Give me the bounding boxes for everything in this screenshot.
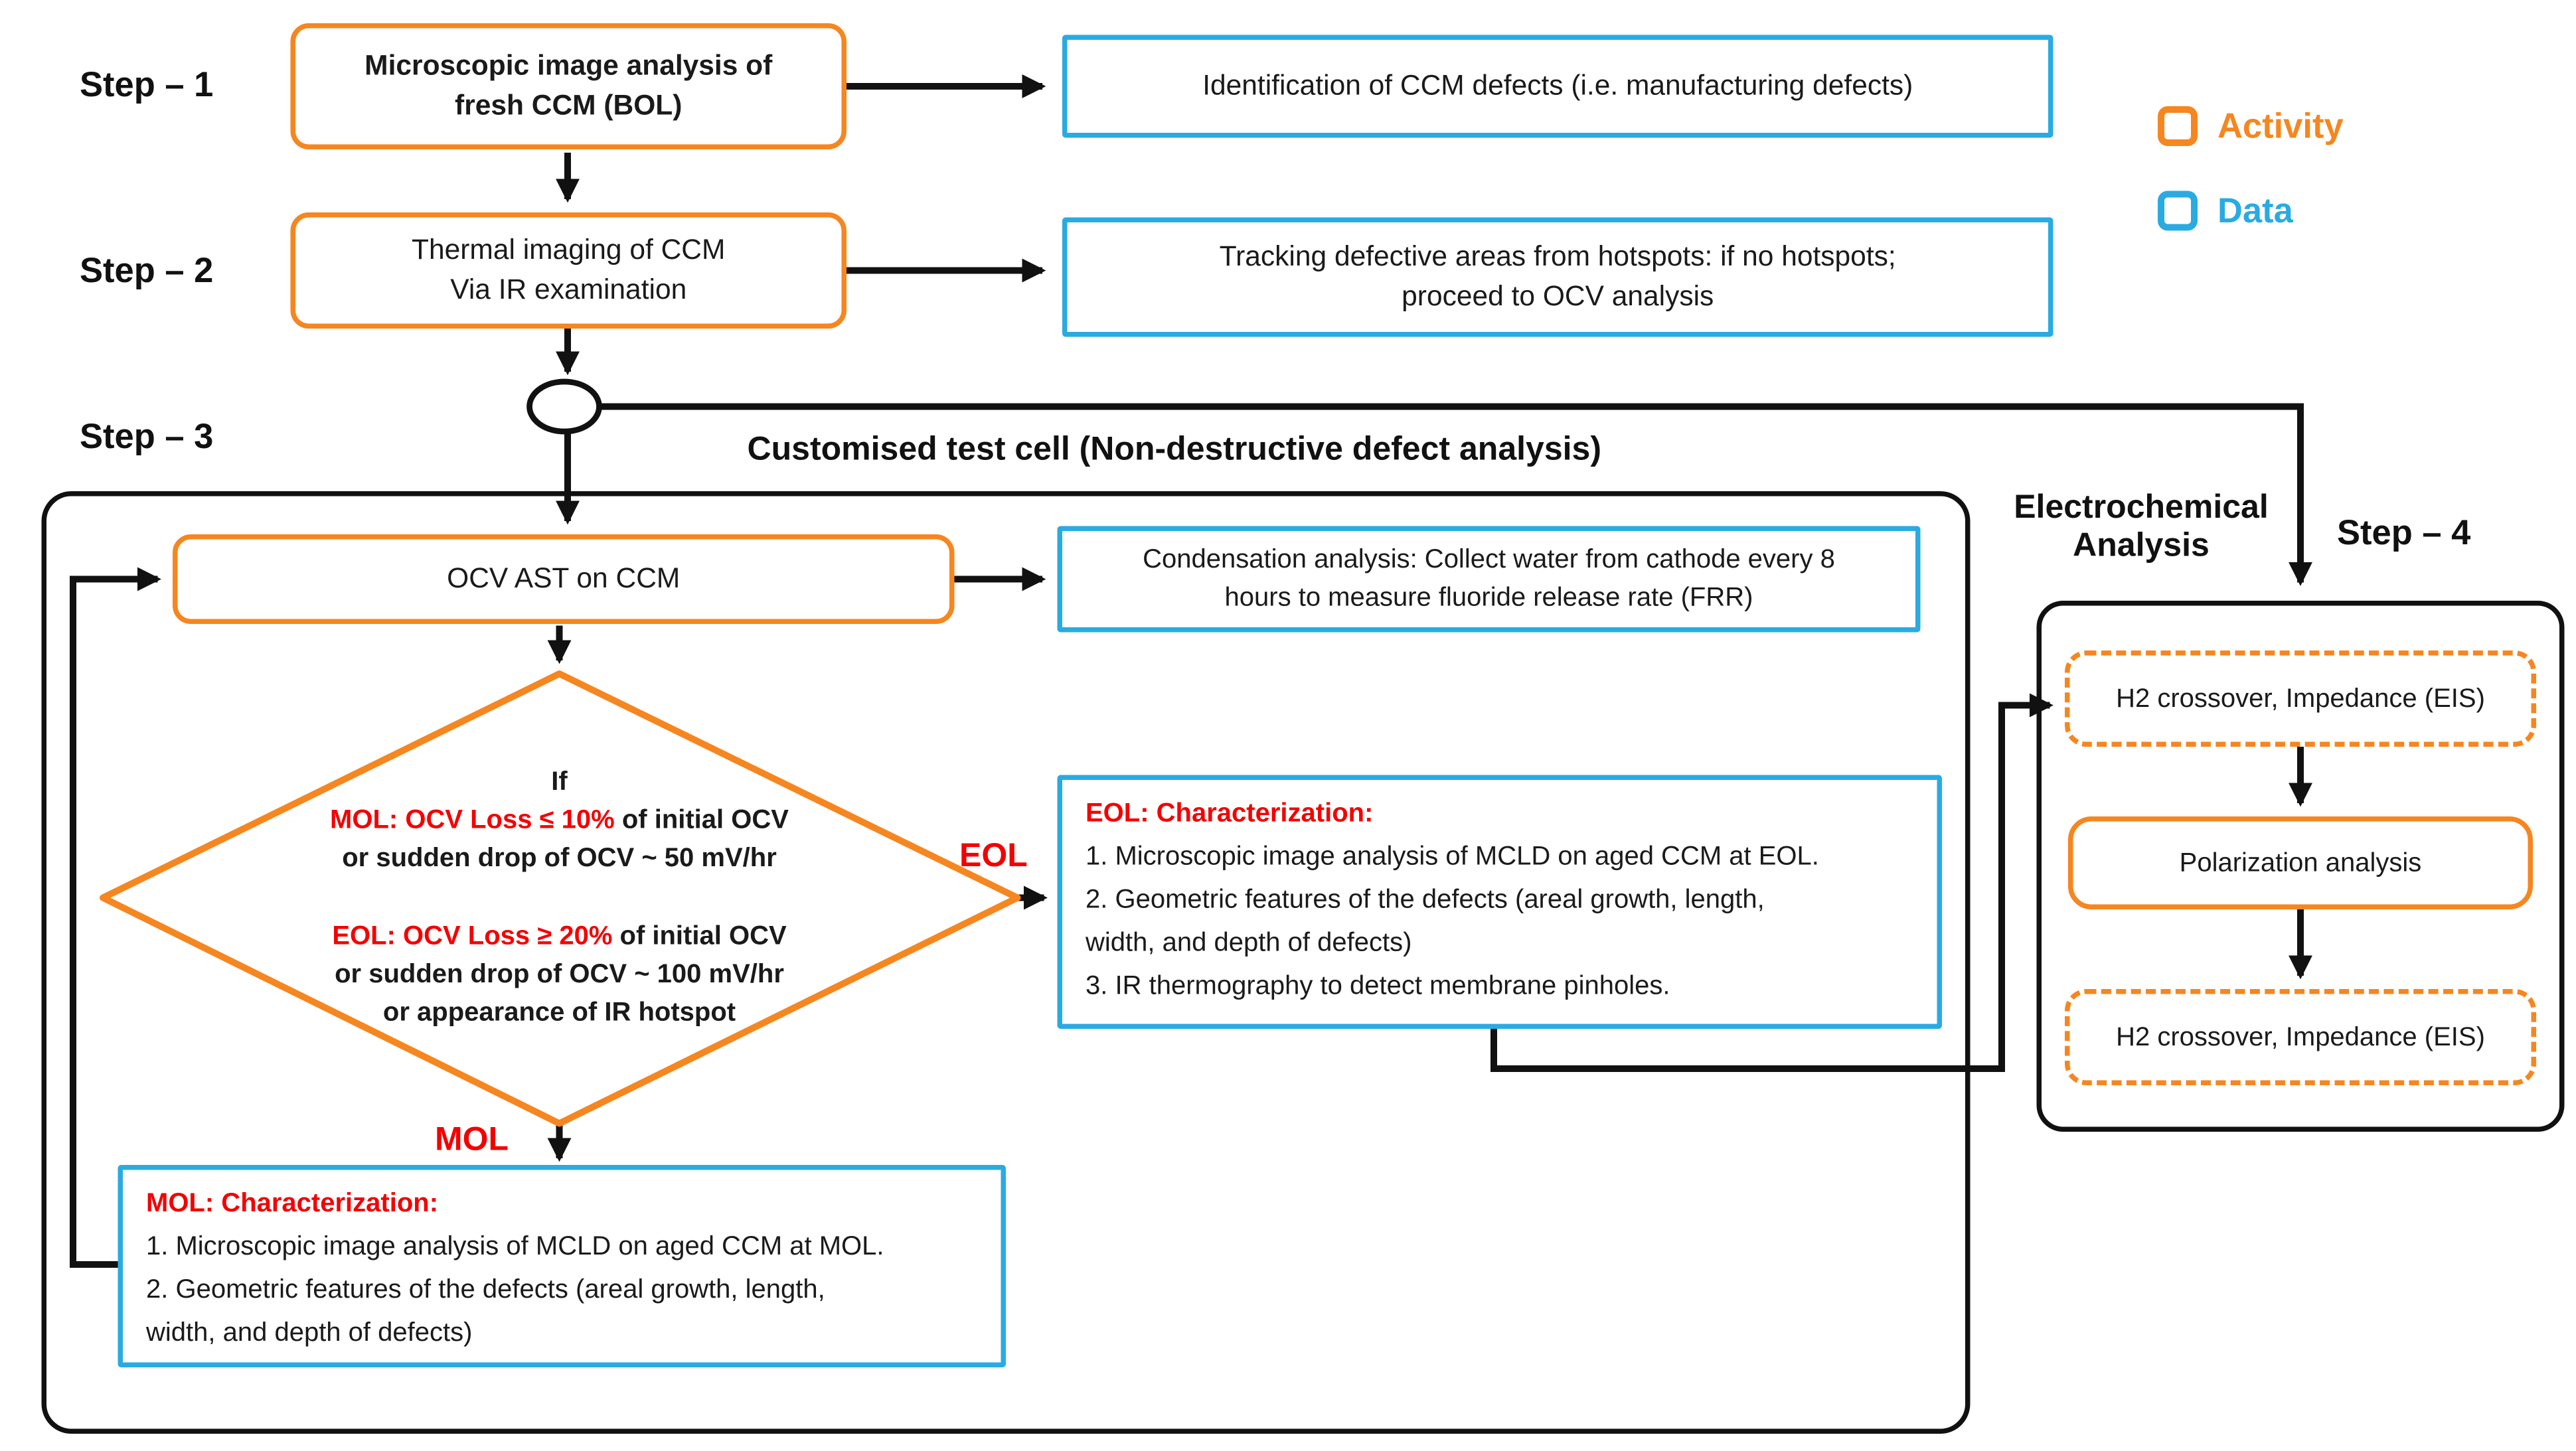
step-4-label: Step – 4 xyxy=(2337,514,2471,553)
step1-activity-line1: Microscopic image analysis of xyxy=(364,50,773,82)
h2-crossover-eis-box-top: H2 crossover, Impedance (EIS) xyxy=(2065,650,2536,747)
eol-characterization-item: 2. Geometric features of the defects (ar… xyxy=(1086,886,1765,915)
decision-intro: If xyxy=(551,768,568,797)
decision-eol-rest: of initial OCV xyxy=(619,923,787,951)
step1-activity-box: Microscopic image analysis of fresh CCM … xyxy=(290,23,846,149)
polarization-analysis-text: Polarization analysis xyxy=(2179,848,2422,878)
polarization-analysis-box: Polarization analysis xyxy=(2068,816,2533,909)
ocv-ast-text: OCV AST on CCM xyxy=(447,562,681,595)
test-cell-title: Customised test cell (Non-destructive de… xyxy=(747,431,1601,468)
eol-characterization-title: EOL: Characterization: xyxy=(1086,800,1374,828)
h2-crossover-eis-text: H2 crossover, Impedance (EIS) xyxy=(2116,684,2485,713)
step2-data-line2: proceed to OCV analysis xyxy=(1402,280,1714,313)
decision-eol-line2: or sudden drop of OCV ~ 100 mV/hr xyxy=(335,960,784,990)
electrochemical-analysis-label: Electrochemical Analysis xyxy=(2000,490,2283,566)
connector-node-circle xyxy=(526,378,602,435)
eol-characterization-item: 1. Microscopic image analysis of MCLD on… xyxy=(1086,843,1819,872)
data-legend-label: Data xyxy=(2217,192,2293,231)
mol-characterization-item: 2. Geometric features of the defects (ar… xyxy=(146,1276,825,1305)
step1-data-text: Identification of CCM defects (i.e. manu… xyxy=(1202,70,1913,102)
step2-activity-line2: Via IR examination xyxy=(450,273,687,306)
decision-mol-threshold: MOL: OCV Loss ≤ 10% xyxy=(330,806,622,835)
step-3-label: Step – 3 xyxy=(80,418,214,457)
mol-characterization-box: MOL: Characterization: 1. Microscopic im… xyxy=(118,1165,1006,1367)
decision-eol-threshold: EOL: OCV Loss ≥ 20% xyxy=(332,923,620,951)
decision-text: If MOL: OCV Loss ≤ 10% of initial OCV or… xyxy=(103,697,1016,1099)
h2-crossover-eis-box-bottom: H2 crossover, Impedance (EIS) xyxy=(2065,989,2536,1085)
electrochemical-label-line1: Electrochemical xyxy=(2014,489,2269,526)
eol-branch-tag: EOL xyxy=(959,838,1028,875)
step2-activity-box: Thermal imaging of CCM Via IR examinatio… xyxy=(290,212,846,329)
step2-activity-line1: Thermal imaging of CCM xyxy=(412,234,726,266)
step2-data-line1: Tracking defective areas from hotspots: … xyxy=(1219,240,1896,273)
decision-mol-rest: of initial OCV xyxy=(621,806,789,835)
ocv-ast-box: OCV AST on CCM xyxy=(173,534,955,624)
decision-eol-line1: EOL: OCV Loss ≥ 20% of initial OCV xyxy=(332,918,786,956)
eol-characterization-box: EOL: Characterization: 1. Microscopic im… xyxy=(1057,775,1942,1029)
mol-characterization-title: MOL: Characterization: xyxy=(146,1189,439,1219)
activity-legend-icon xyxy=(2158,106,2198,146)
condensation-box: Condensation analysis: Collect water fro… xyxy=(1057,526,1921,633)
decision-eol-line3: or appearance of IR hotspot xyxy=(382,999,736,1028)
condensation-line2: hours to measure fluoride release rate (… xyxy=(1224,584,1753,613)
activity-legend-label: Activity xyxy=(2217,108,2344,147)
mol-branch-tag: MOL xyxy=(435,1122,509,1158)
condensation-line1: Condensation analysis: Collect water fro… xyxy=(1143,546,1835,575)
decision-mol-line2: or sudden drop of OCV ~ 50 mV/hr xyxy=(342,844,777,874)
electrochemical-label-line2: Analysis xyxy=(2073,528,2210,564)
eol-characterization-item: 3. IR thermography to detect membrane pi… xyxy=(1086,972,1670,1001)
eol-characterization-item: width, and depth of defects) xyxy=(1086,929,1412,958)
step-1-label: Step – 1 xyxy=(80,66,214,105)
mol-characterization-item: width, and depth of defects) xyxy=(146,1319,473,1348)
step-2-label: Step – 2 xyxy=(80,252,214,291)
step2-data-box: Tracking defective areas from hotspots: … xyxy=(1062,217,2053,337)
data-legend-icon xyxy=(2158,191,2198,231)
step1-data-box: Identification of CCM defects (i.e. manu… xyxy=(1062,35,2053,138)
mol-characterization-item: 1. Microscopic image analysis of MCLD on… xyxy=(146,1233,884,1262)
step1-activity-line2: fresh CCM (BOL) xyxy=(455,90,683,121)
decision-mol-line1: MOL: OCV Loss ≤ 10% of initial OCV xyxy=(330,802,789,840)
h2-crossover-eis-text: H2 crossover, Impedance (EIS) xyxy=(2116,1023,2485,1051)
